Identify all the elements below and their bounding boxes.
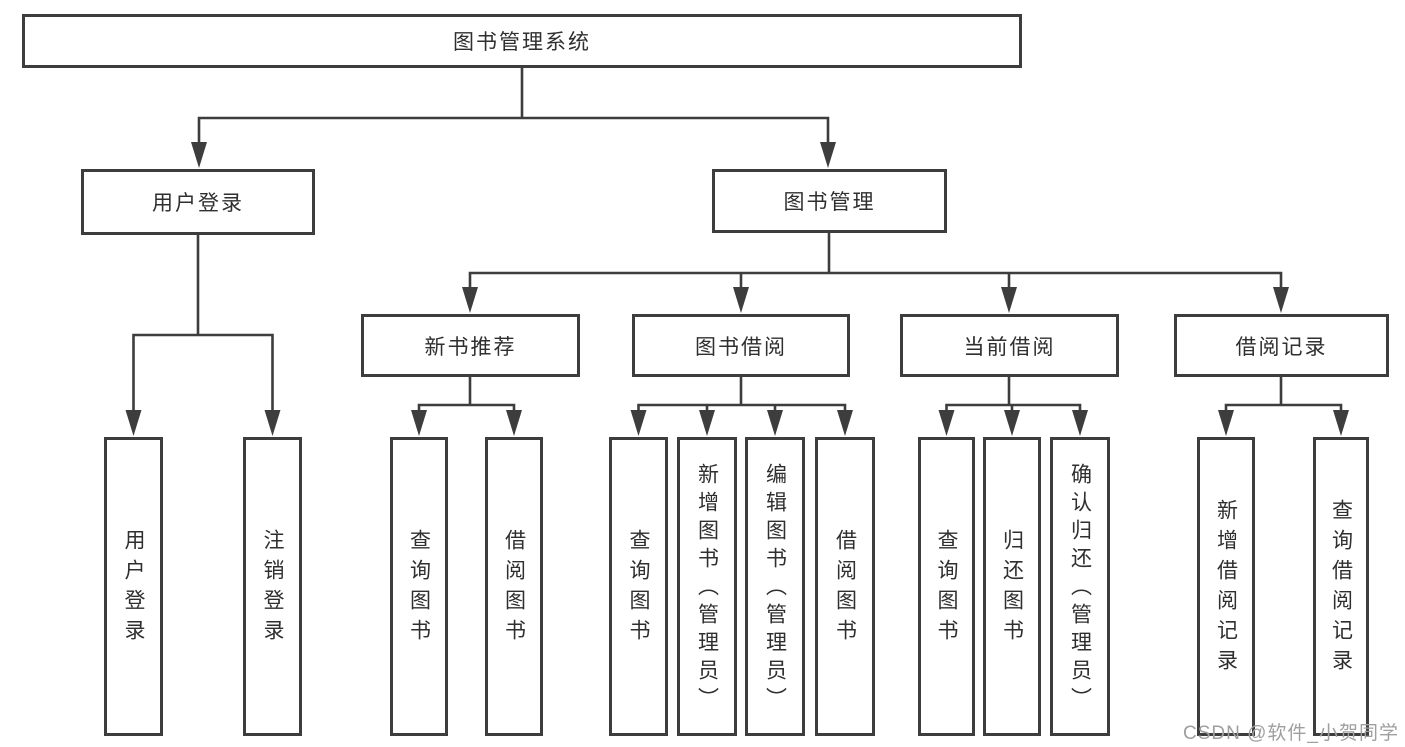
leaf-add-books-admin: 新增图书（管理员） bbox=[677, 437, 737, 736]
node-borrowing-records: 借阅记录 bbox=[1174, 314, 1389, 377]
leaf-query-borrow-record: 查询借阅记录 bbox=[1313, 437, 1369, 736]
node-current-borrowing: 当前借阅 bbox=[900, 314, 1119, 377]
node-library-management-system: 图书管理系统 bbox=[22, 14, 1022, 68]
node-new-book-recommendation: 新书推荐 bbox=[361, 314, 580, 377]
leaf-borrow-books-borrowing: 借阅图书 bbox=[815, 437, 875, 736]
leaf-borrow-books-recommend: 借阅图书 bbox=[485, 437, 543, 736]
leaf-user-login: 用户登录 bbox=[104, 437, 163, 736]
arrowheads bbox=[125, 142, 1349, 436]
leaf-return-books: 归还图书 bbox=[983, 437, 1041, 736]
leaf-query-books-recommend: 查询图书 bbox=[390, 437, 448, 736]
node-book-borrowing: 图书借阅 bbox=[632, 314, 850, 377]
leaf-confirm-return-admin: 确认归还（管理员） bbox=[1050, 437, 1110, 736]
watermark: CSDN @软件_小贺同学 bbox=[1183, 723, 1399, 744]
node-user-login: 用户登录 bbox=[81, 169, 315, 235]
leaf-query-books-current: 查询图书 bbox=[918, 437, 975, 736]
node-book-management: 图书管理 bbox=[712, 169, 947, 233]
leaf-query-books-borrowing: 查询图书 bbox=[609, 437, 668, 736]
leaf-edit-books-admin: 编辑图书（管理员） bbox=[745, 437, 805, 736]
leaf-logout: 注销登录 bbox=[243, 437, 302, 736]
leaf-add-borrow-record: 新增借阅记录 bbox=[1197, 437, 1255, 736]
